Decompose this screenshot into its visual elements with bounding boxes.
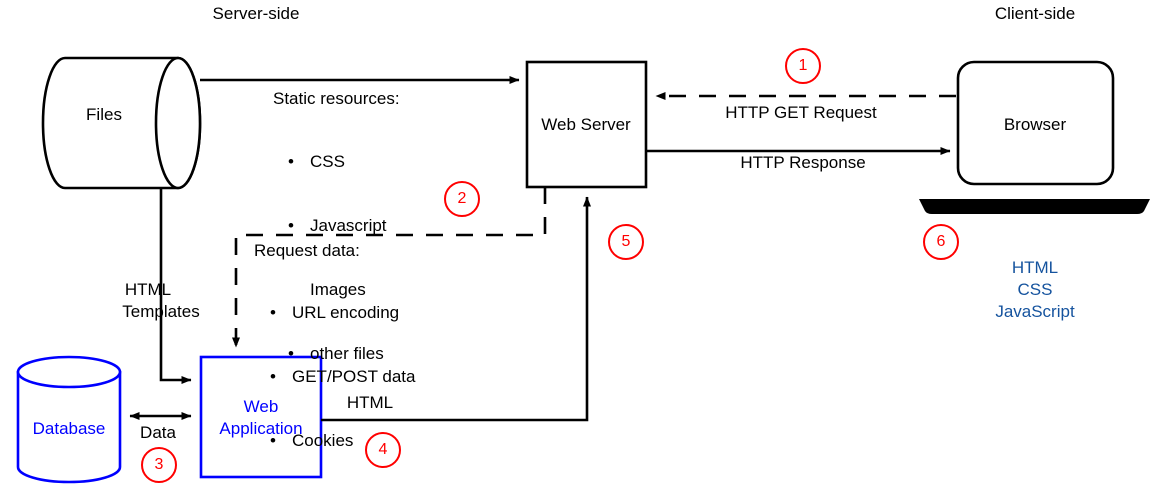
node-label-web-server: Web Server (541, 115, 631, 134)
static-resources-item: •other files (288, 344, 384, 364)
client-tech-css: CSS (1017, 280, 1053, 299)
node-label-files: Files (86, 105, 122, 124)
step-circle-4: 4 (365, 432, 401, 468)
step-circle-3: 3 (141, 447, 177, 483)
static-resources-list: •CSS •Javascript Images •other files (288, 110, 387, 407)
arrow-html-to-web-server (321, 196, 591, 422)
edge-label-html-templates-line2: Templates (122, 302, 200, 321)
static-resources-item: •Javascript (288, 216, 387, 236)
web-server-box-shape (525, 60, 648, 189)
edge-label-http-response: HTTP Response (740, 153, 866, 172)
edge-label-html: HTML (346, 393, 394, 412)
step-circle-5: 5 (608, 224, 644, 260)
client-tech-javascript: JavaScript (995, 302, 1075, 321)
node-label-web-application-line1: Web (243, 397, 279, 416)
request-data-item: •URL encoding (270, 303, 400, 322)
web-application-box-shape (199, 355, 323, 479)
node-label-web-application-line2: Application (219, 419, 303, 438)
static-resources-title: Static resources: (273, 89, 400, 108)
node-label-browser: Browser (1003, 115, 1067, 134)
request-data-list: •URL encoding •GET/POST data •Cookies (270, 261, 415, 493)
files-cylinder-shape (41, 56, 202, 190)
arrow-html-templates (159, 188, 192, 384)
request-data-title: Request data: (254, 241, 360, 260)
heading-client-side: Client-side (994, 4, 1076, 23)
request-data-item: •Cookies (270, 431, 354, 451)
step-circle-2: 2 (444, 181, 480, 217)
step-circle-1: 1 (785, 48, 821, 84)
request-data-item: •GET/POST data (270, 367, 416, 387)
database-cylinder-shape (16, 355, 122, 484)
heading-server-side: Server-side (212, 4, 300, 23)
client-tech-html: HTML (1011, 258, 1059, 277)
node-label-database: Database (32, 419, 106, 438)
browser-shape (919, 60, 1150, 214)
edge-label-html-templates-line1: HTML (124, 280, 172, 299)
edge-label-data: Data (140, 423, 176, 442)
step-circle-6: 6 (923, 224, 959, 260)
static-resources-item: •CSS (288, 152, 345, 171)
edge-label-http-get-request: HTTP GET Request (725, 103, 877, 122)
static-resources-item: Images (310, 280, 366, 300)
